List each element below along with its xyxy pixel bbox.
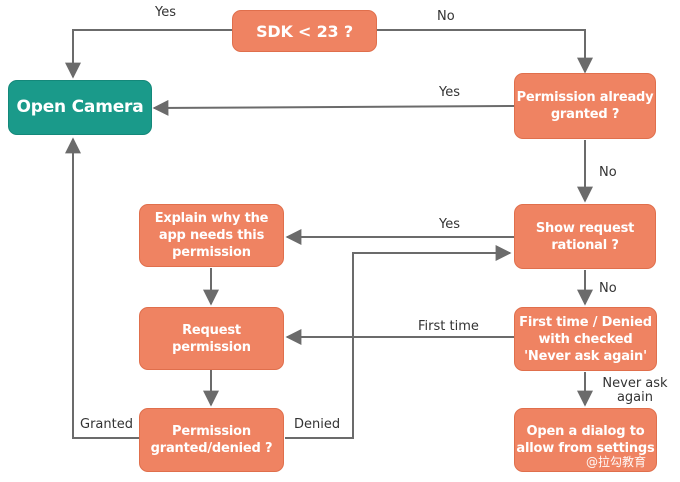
open-dialog-settings-node: Open a dialog to allow from settings [514,408,657,472]
label-never-ask-again: Never ask again [602,376,668,405]
arrow-granted-yes-to-open-camera [152,99,515,116]
label-first-time: First time [418,319,479,334]
arrow-result-granted-to-open-camera [65,137,140,439]
arrow-sdk-yes-to-open-camera [65,29,232,79]
watermark-logo: @拉勾教育 [586,455,647,469]
permission-already-granted-node: Permission already granted ? [514,73,656,139]
label-denied: Denied [294,417,341,432]
label-granted-yes: Yes [439,85,460,100]
label-rational-yes: Yes [439,217,460,232]
explain-why-node: Explain why the app needs this permissio… [139,204,284,267]
label-sdk-no: No [437,9,455,24]
label-granted: Granted [80,417,133,432]
label-granted-no: No [599,165,617,180]
open-camera-node: Open Camera [8,80,152,135]
sdk-check-node: SDK < 23 ? [232,10,377,52]
show-request-rational-node: Show request rational ? [514,204,656,269]
arrow-result-denied-to-show-rational [285,245,512,439]
arrow-sdk-no-to-permission-check [377,29,593,74]
permission-result-node: Permission granted/denied ? [139,408,284,472]
label-rational-no: No [599,281,617,296]
request-permission-node: Request permission [139,307,284,370]
first-time-denied-node: First time / Denied with checked 'Never … [514,307,657,371]
label-sdk-yes: Yes [155,5,176,20]
